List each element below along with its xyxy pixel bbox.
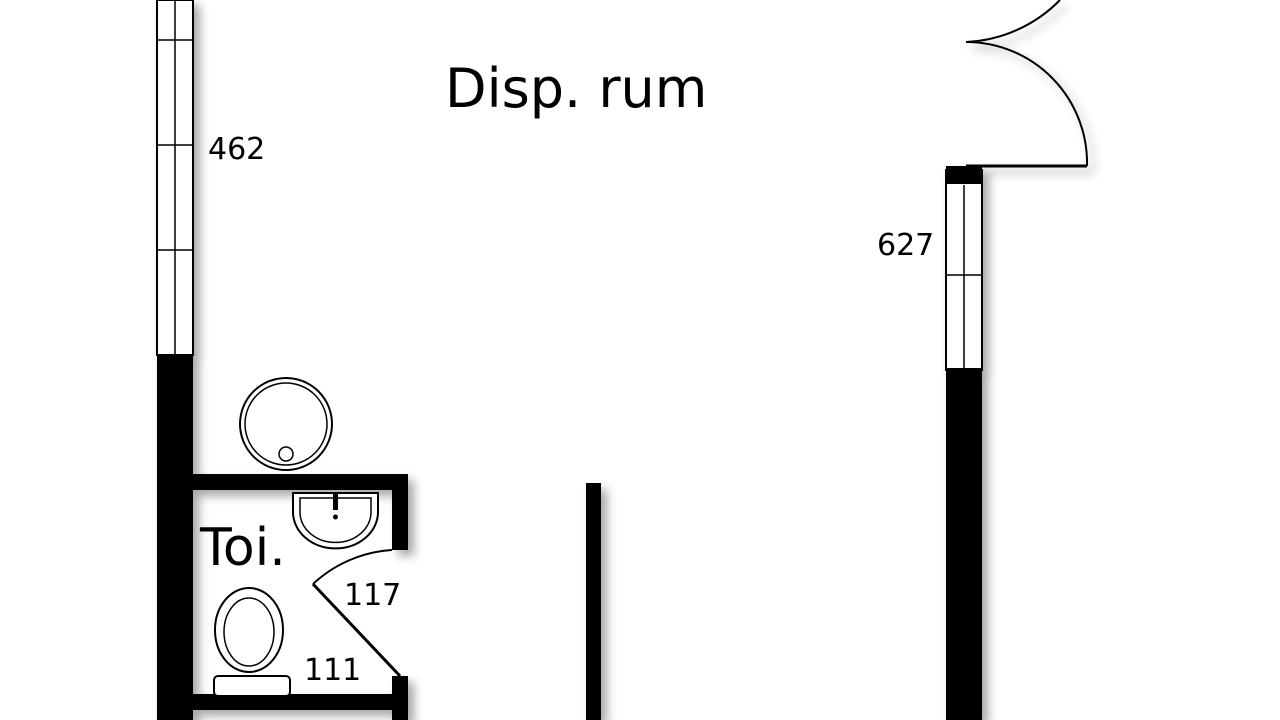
dimension-right-window: 627	[877, 228, 935, 263]
sink-icon	[292, 492, 379, 550]
round-basin-icon	[239, 377, 333, 471]
dimension-toilet-door: 117	[344, 578, 402, 613]
left-wall	[157, 355, 193, 720]
toilet-icon	[213, 587, 291, 697]
entrance-door	[965, 0, 1089, 167]
toilet-door	[311, 549, 402, 678]
dimension-left-window: 462	[208, 132, 266, 167]
room-label-main: Disp. rum	[445, 57, 708, 120]
partition-wall	[586, 483, 601, 720]
room-label-toilet: Toi.	[200, 518, 286, 578]
left-window	[156, 0, 194, 356]
toilet-right-wall-lower	[392, 676, 408, 720]
toilet-top-wall	[193, 474, 408, 490]
toilet-right-wall-upper	[392, 474, 408, 550]
right-wall	[946, 368, 982, 720]
toilet-bottom-wall	[193, 694, 393, 710]
right-window	[945, 166, 983, 371]
dimension-toilet-width: 111	[304, 653, 362, 688]
